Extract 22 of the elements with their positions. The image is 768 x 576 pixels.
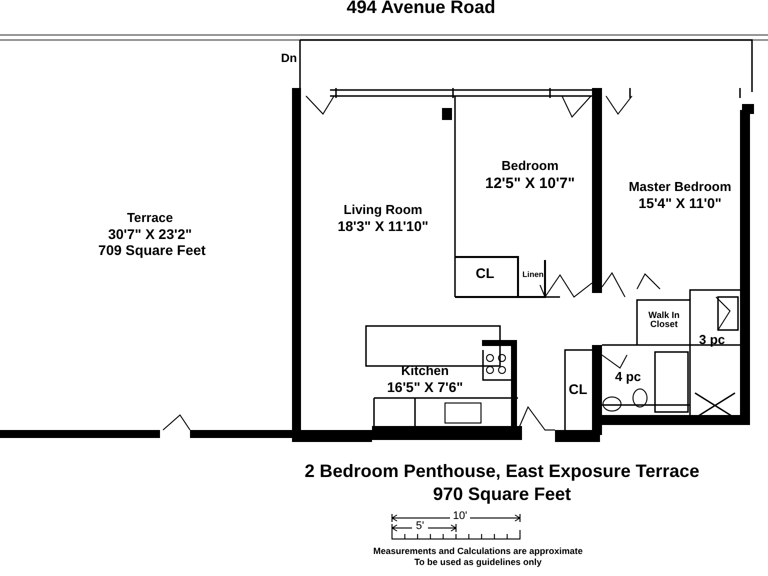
closet-label: Linen: [522, 271, 544, 280]
closet-label: Walk In Closet: [647, 311, 681, 330]
room-dimensions: 12'5" X 10'7": [485, 176, 575, 192]
bathroom-label: 3 pc: [699, 333, 725, 347]
room-dimensions: 15'4" X 11'0": [638, 196, 722, 211]
room-name: Master Bedroom: [628, 180, 732, 194]
room-dimensions: 30'7" X 23'2": [108, 227, 192, 242]
room-name: Kitchen: [401, 364, 449, 378]
caption: 2 Bedroom Penthouse, East Exposure Terrace 970 Square Feet: [304, 460, 700, 506]
bathroom-label: 4 pc: [615, 370, 641, 384]
room-name: Bedroom: [501, 159, 559, 173]
closet-label: CL: [568, 382, 588, 397]
note-text: Measurements and Calculations are approximate: [373, 547, 583, 556]
title: 494 Avenue Road: [346, 0, 496, 17]
note-text: To be used as guidelines only: [414, 558, 542, 568]
room-dimensions: 18'3" X 11'10": [338, 219, 428, 234]
stair-label: Dn: [281, 52, 297, 65]
room-name: Terrace: [127, 211, 173, 225]
area-label: 709 Square Feet: [98, 243, 206, 258]
room-name: Living Room: [344, 203, 422, 217]
room-dimensions: 16'5" X 7'6": [387, 380, 463, 395]
closet-label: CL: [476, 266, 494, 281]
